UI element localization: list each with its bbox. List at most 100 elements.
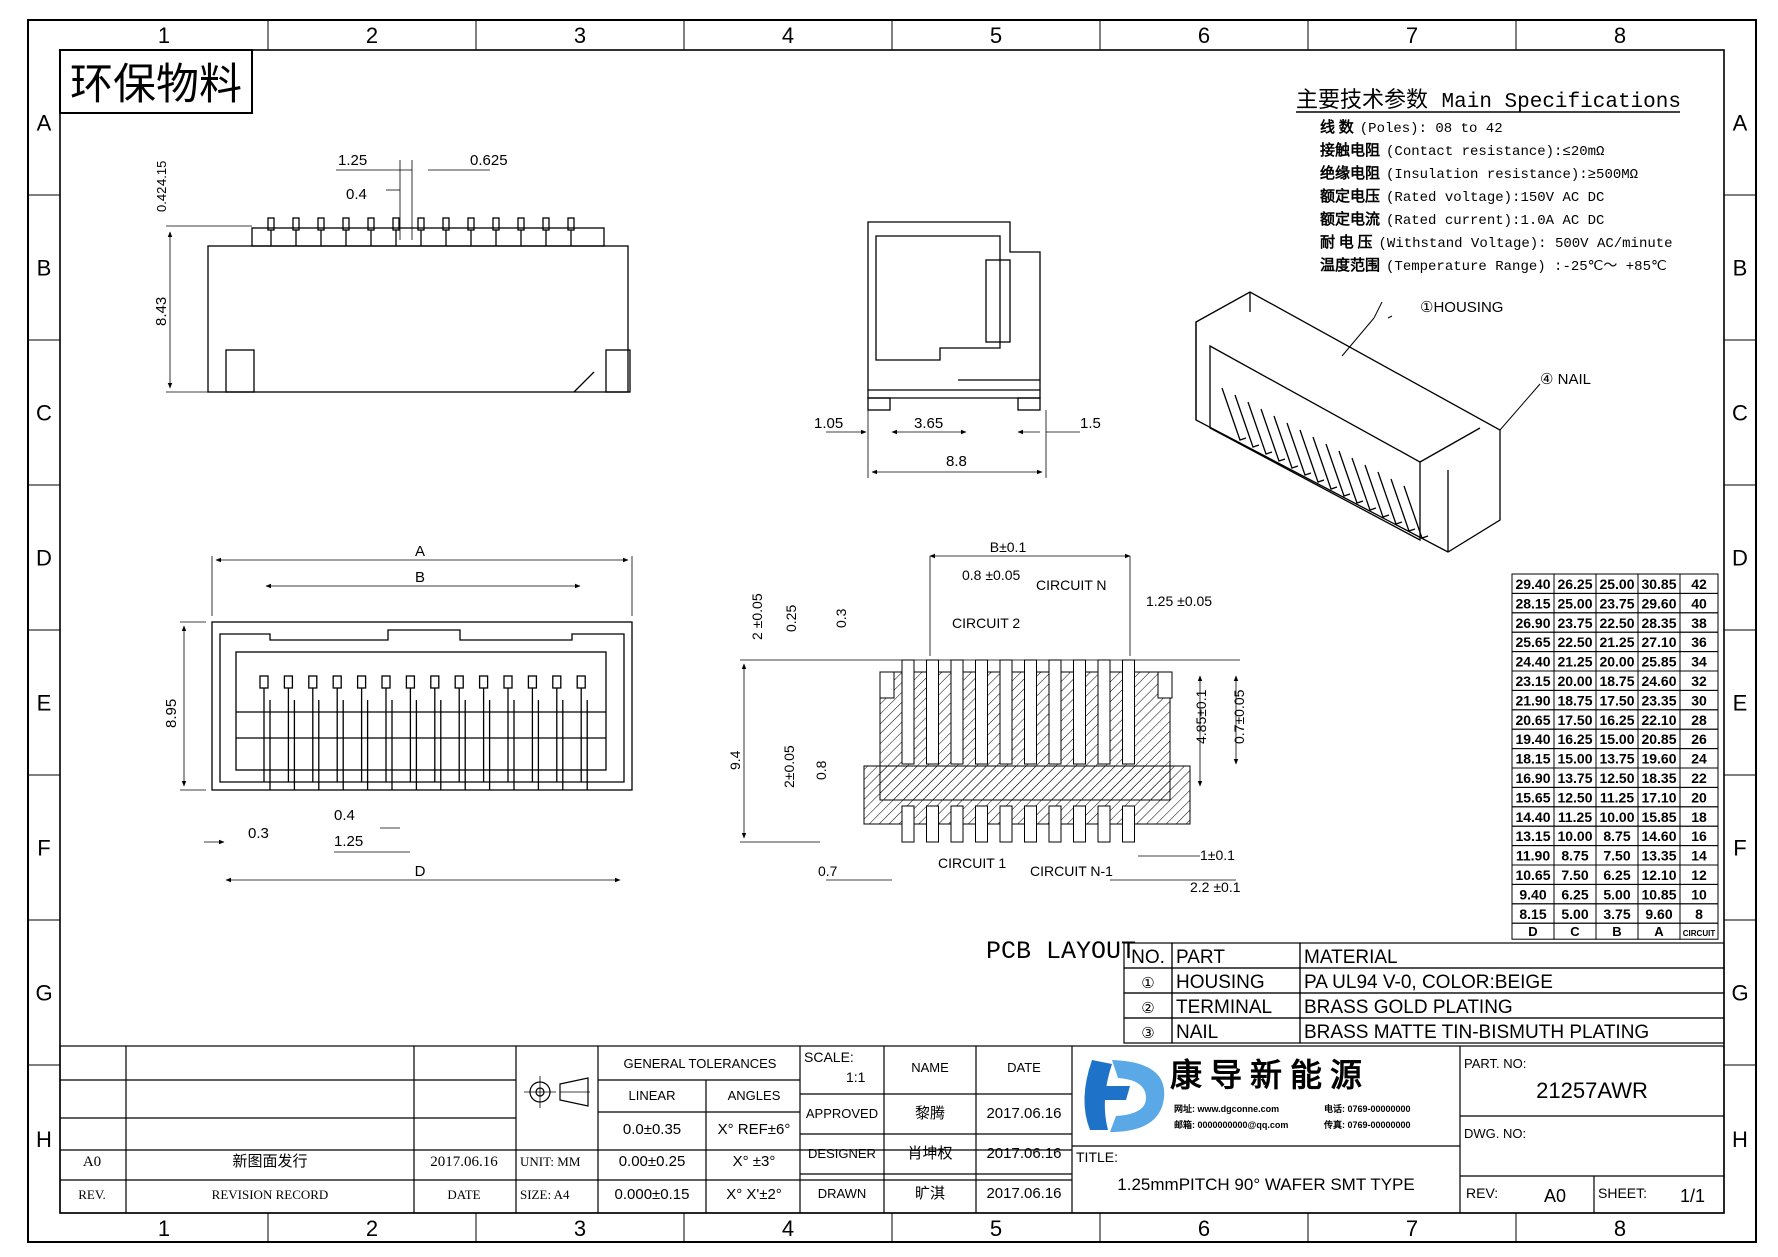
rev-header: REV. <box>78 1187 106 1202</box>
dim-table-cell: 10.65 <box>1515 867 1550 883</box>
size-label: SIZE: A4 <box>520 1187 570 1202</box>
dim-table-cell: 29.60 <box>1641 595 1676 611</box>
materials-cell: NAIL <box>1176 1022 1218 1043</box>
dim-table-cell: 26 <box>1691 731 1707 747</box>
spec-title-en: Main Specifications <box>1442 91 1681 114</box>
materials-cell: TERMINAL <box>1176 997 1272 1018</box>
zone-col-4: 4 <box>782 23 794 48</box>
dim-table-cell: 27.10 <box>1641 634 1676 650</box>
dim-table-cell: 25.65 <box>1515 634 1550 650</box>
front-view-dims: A B D 8.95 0.4 0.3 1.25 <box>163 543 426 880</box>
dim-table-cell: 24.60 <box>1641 673 1676 689</box>
unit-label: UNIT: MM <box>520 1154 581 1169</box>
pcb-circuit-n: CIRCUIT N <box>1036 577 1107 593</box>
dim-table-cell: 12.10 <box>1641 867 1676 883</box>
dim-table-cell: 13.75 <box>1557 770 1592 786</box>
sheet-value: 1/1 <box>1680 1186 1705 1206</box>
dim-table-cell: 23.15 <box>1515 673 1550 689</box>
designer-date: 2017.06.16 <box>986 1145 1061 1162</box>
dim-0-4: 0.4 <box>346 186 367 203</box>
zone-row-H: H <box>36 1127 52 1152</box>
pcb-layout <box>740 553 1240 881</box>
tol-linear-2: 0.00±0.25 <box>619 1153 686 1170</box>
dim-1-5: 1.5 <box>1080 415 1101 432</box>
pcb-pad-top <box>1048 659 1062 765</box>
dim-table-cell: 22.50 <box>1599 615 1634 631</box>
pcb-pad-top <box>901 659 915 765</box>
rev-record-cell: 新图面发行 <box>232 1153 307 1170</box>
zone-row-right-B: B <box>1733 256 1748 281</box>
iso-pin <box>1247 401 1273 455</box>
dim-table-cell: 17.50 <box>1599 692 1634 708</box>
record-header: REVISION RECORD <box>212 1187 329 1202</box>
zone-col-1: 1 <box>158 23 170 48</box>
company-text: 康 导 新 能 源 网址: www.dgconne.com 电话: 0769-0… <box>1170 1057 1411 1130</box>
approved-name: 黎腾 <box>915 1105 945 1122</box>
iso-pin <box>1390 478 1416 532</box>
pcb-0-8-tol: 0.8 ±0.05 <box>962 567 1020 583</box>
dim-4-15: 4.15 <box>154 161 169 186</box>
zone-row-B: B <box>37 256 52 281</box>
front-pin-head <box>503 675 513 689</box>
dim-table-cell: 12.50 <box>1599 770 1634 786</box>
materials-cell: BRASS MATTE TIN-BISMUTH PLATING <box>1304 1022 1649 1043</box>
pcb-pad-top <box>950 659 964 765</box>
iso-pin <box>1351 457 1377 511</box>
materials-cell: PA UL94 V-0, COLOR:BEIGE <box>1304 972 1553 993</box>
dim-front-0-3: 0.3 <box>248 825 269 842</box>
pcb-0-7-tol: 0.7±0.05 <box>1231 689 1247 744</box>
dim-table-cell: 19.40 <box>1515 731 1550 747</box>
zone-col-8: 8 <box>1614 23 1626 48</box>
materials-header: MATERIAL <box>1304 947 1398 968</box>
spec-line: 耐 电 压(Withstand Voltage): 500V AC/minute <box>1320 233 1673 252</box>
zone-col-bottom-8: 8 <box>1614 1216 1626 1241</box>
dim-table-cell: 26.90 <box>1515 615 1550 631</box>
zone-col-bottom-6: 6 <box>1198 1216 1210 1241</box>
front-pin-head <box>283 675 294 689</box>
front-pin-head <box>576 675 586 689</box>
dim-table-cell: 13.75 <box>1599 751 1634 767</box>
isometric-view <box>1195 291 1541 553</box>
spec-line: 绝缘电阻(Insulation resistance):≥500MΩ <box>1320 164 1638 183</box>
stamp-text: 环保物料 <box>70 62 242 109</box>
pcb-0-3: 0.3 <box>833 608 849 628</box>
dim-table-cell: 22 <box>1691 770 1707 786</box>
dim-table-cell: 16.25 <box>1557 731 1592 747</box>
pcb-circuit-1: CIRCUIT 1 <box>938 855 1006 871</box>
spec-line: 温度范围(Temperature Range) :-25℃～ +85℃ <box>1320 256 1667 275</box>
front-pin-head <box>478 675 489 689</box>
pcb-0-7: 0.7 <box>818 863 838 879</box>
dim-table-cell: 12 <box>1691 867 1707 883</box>
pcb-pad-bottom <box>1024 805 1037 843</box>
pcb-pad-top <box>1122 659 1135 765</box>
iso-pin <box>1286 422 1312 476</box>
zone-col-2: 2 <box>366 23 378 48</box>
dim-table-cell: 25.85 <box>1641 654 1676 670</box>
side-view <box>826 221 1080 478</box>
iso-pin <box>1403 485 1429 539</box>
pcb-circuit-n1: CIRCUIT N-1 <box>1030 863 1113 879</box>
front-pin-head <box>527 675 538 689</box>
dim-table-cell: 24 <box>1691 751 1707 767</box>
pcb-2-tol-b: 2±0.05 <box>781 745 797 788</box>
nail-callout: ④ NAIL <box>1540 371 1591 388</box>
general-tolerances: GENERAL TOLERANCES <box>624 1056 777 1071</box>
dim-table-cell: 6.25 <box>1603 867 1630 883</box>
spec-line: 接触电阻(Contact resistance):≤20mΩ <box>1320 141 1604 160</box>
housing-callout: ①HOUSING <box>1420 299 1503 316</box>
approved-role: APPROVED <box>806 1106 878 1121</box>
dim-table-header: D <box>1528 924 1537 939</box>
rev-value: A0 <box>1544 1186 1566 1206</box>
eco-stamp: 环保物料 <box>59 49 253 114</box>
dim-table-cell: 29.40 <box>1515 576 1550 592</box>
dim-table-cell: 19.60 <box>1641 751 1676 767</box>
pcb-pad-bottom <box>901 805 915 843</box>
iso-pin <box>1325 443 1351 497</box>
dim-0-625: 0.625 <box>470 152 508 169</box>
dim-table-cell: 14.60 <box>1641 828 1676 844</box>
dim-table-cell: 16.25 <box>1599 712 1634 728</box>
dim-table-cell: 20.65 <box>1515 712 1550 728</box>
materials-cell: ② <box>1141 1000 1154 1017</box>
dim-table-cell: 10.85 <box>1641 886 1676 902</box>
